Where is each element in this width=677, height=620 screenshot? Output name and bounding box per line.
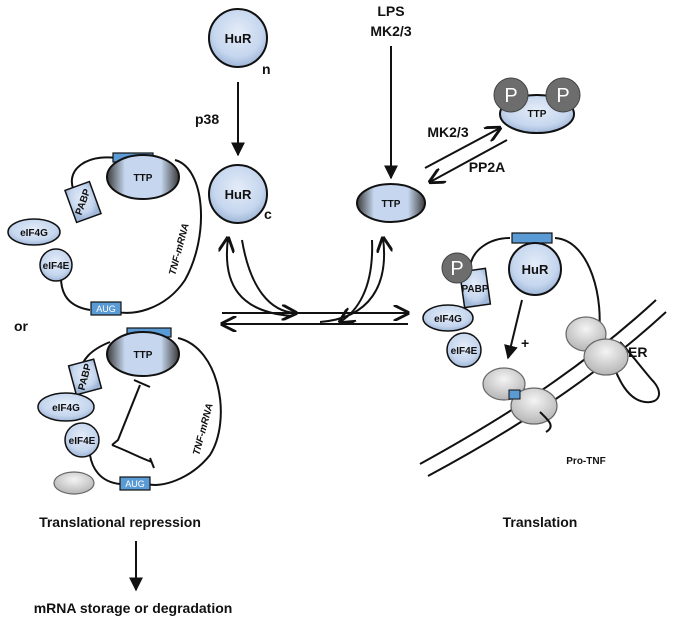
ttp-phospho-label: TTP <box>528 109 547 120</box>
phospho-icon: P <box>545 77 581 113</box>
hur-cytoplasmic-label: HuR <box>225 187 252 202</box>
hur-nuclear: HuR <box>208 8 268 68</box>
svg-text:P: P <box>504 85 517 107</box>
nascent-peptide <box>539 411 552 433</box>
ttp-phosphorylated: TTP P P <box>493 77 581 134</box>
phosphorylation-arrow <box>424 128 500 169</box>
hur-nuclear-label: HuR <box>225 31 252 46</box>
cytoplasmic-subscript: c <box>264 206 272 222</box>
svg-text:P: P <box>450 258 463 280</box>
ribosome-subunit <box>53 471 95 495</box>
mrna-complex-translation: HuR PABP P eIF4G eIF4E + <box>422 232 601 392</box>
eif4g-top-left-label: eIF4G <box>20 228 48 239</box>
eif4e-translation-label: eIF4E <box>451 346 478 357</box>
mrna-complex-top-left: TTP PABP eIF4G eIF4E AUG TNF-mRNA <box>7 152 202 316</box>
svg-text:P: P <box>556 85 569 107</box>
p38-label: p38 <box>195 111 219 127</box>
mrna-complex-repression: TTP PABP eIF4G eIF4E AUG TNF-mRNA <box>37 327 222 495</box>
mk23-side-label: MK2/3 <box>427 124 468 140</box>
ttp-unphosphorylated: TTP <box>356 183 426 223</box>
ribosome <box>482 367 558 425</box>
eif4g-repression-label: eIF4G <box>52 403 80 414</box>
tnf-mrna-top-label: TNF-mRNA <box>167 222 191 276</box>
aug-repression-label: AUG <box>125 479 145 489</box>
or-label: or <box>14 318 29 334</box>
pro-tnf-label: Pro-TNF <box>566 456 605 467</box>
aug-top-left-label: AUG <box>96 304 116 314</box>
mk23-top-label: MK2/3 <box>370 23 411 39</box>
mrna-storage-label: mRNA storage or degradation <box>34 600 233 616</box>
translation-label: Translation <box>503 514 578 530</box>
translational-repression-label: Translational repression <box>39 514 201 530</box>
competition-arrows <box>222 238 408 324</box>
eif4e-repression-label: eIF4E <box>69 436 96 447</box>
hur-cytoplasmic: HuR <box>208 164 268 224</box>
eif4g-translation-label: eIF4G <box>434 314 462 325</box>
hur-translation-label: HuR <box>522 262 549 277</box>
eif4e-top-left-label: eIF4E <box>43 261 70 272</box>
nuclear-subscript: n <box>262 61 271 77</box>
ttp-repression-label: TTP <box>134 350 153 361</box>
ttp-top-left-label: TTP <box>134 173 153 184</box>
phospho-icon: P <box>493 77 529 113</box>
ribosome <box>565 316 629 376</box>
plus-sign: + <box>521 335 529 351</box>
lps-label: LPS <box>377 3 404 19</box>
pp2a-label: PP2A <box>469 159 506 175</box>
pabp-translation-label: PABP <box>461 284 488 295</box>
er-label: ER <box>628 344 647 360</box>
phospho-icon: P <box>441 252 473 284</box>
ttp-label: TTP <box>382 199 401 210</box>
dephosphorylation-arrow <box>430 139 508 182</box>
tnf-mrna-bottom-label: TNF-mRNA <box>191 402 215 456</box>
